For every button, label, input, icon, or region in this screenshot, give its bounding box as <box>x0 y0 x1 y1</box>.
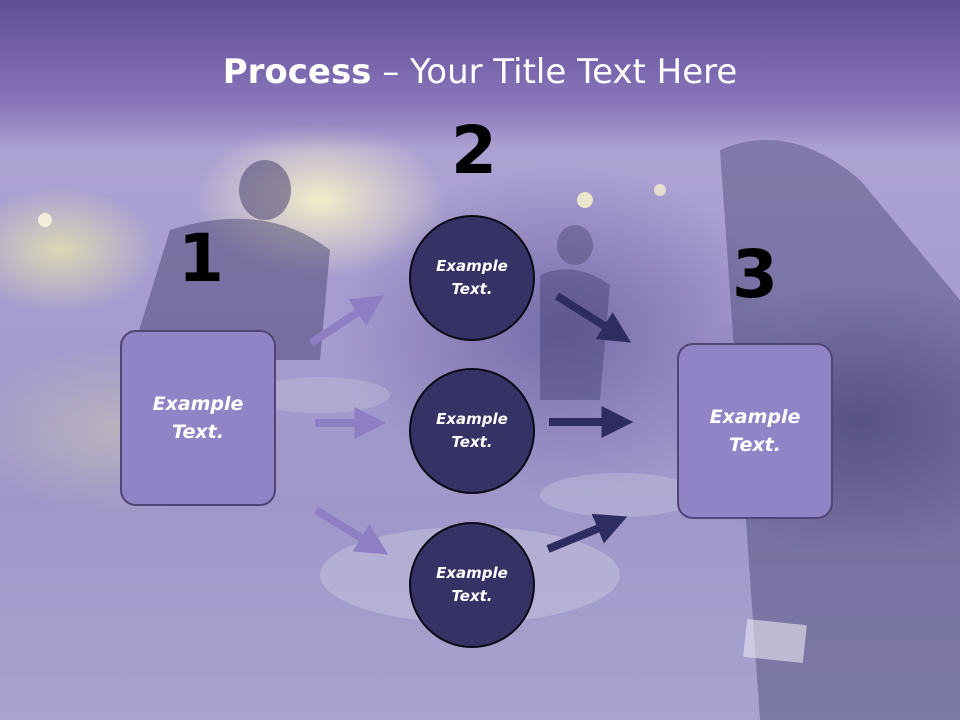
step-number-2: 2 <box>451 112 497 189</box>
left-box: Example Text. <box>120 330 276 506</box>
circle-middle: Example Text. <box>409 368 535 494</box>
right-box-line2: Text. <box>729 434 781 456</box>
circle-top-line2: Text. <box>451 280 493 298</box>
circle-top: Example Text. <box>409 215 535 341</box>
right-box-line1: Example <box>709 405 801 428</box>
step-number-1: 1 <box>178 220 224 297</box>
left-box-line1: Example <box>152 392 244 415</box>
slide-title: Process – Your Title Text Here <box>0 52 960 92</box>
title-bar <box>0 0 960 150</box>
left-box-line2: Text. <box>172 421 224 443</box>
circle-middle-line1: Example <box>436 409 508 428</box>
step-number-3: 3 <box>732 236 778 313</box>
title-bold: Process <box>222 52 372 92</box>
title-rest: – Your Title Text Here <box>371 52 738 92</box>
arrow-circle-top-to-box <box>554 292 632 343</box>
circle-top-line1: Example <box>436 256 508 275</box>
circle-bottom-line2: Text. <box>451 587 493 605</box>
arrow-box-to-circle-top <box>308 295 385 347</box>
arrow-box-to-circle-bottom <box>313 506 389 555</box>
arrow-circle-bottom-to-box <box>546 513 628 553</box>
circle-middle-line2: Text. <box>451 433 493 451</box>
circle-bottom: Example Text. <box>409 522 535 648</box>
circle-bottom-line1: Example <box>436 563 508 582</box>
right-box: Example Text. <box>677 343 833 519</box>
